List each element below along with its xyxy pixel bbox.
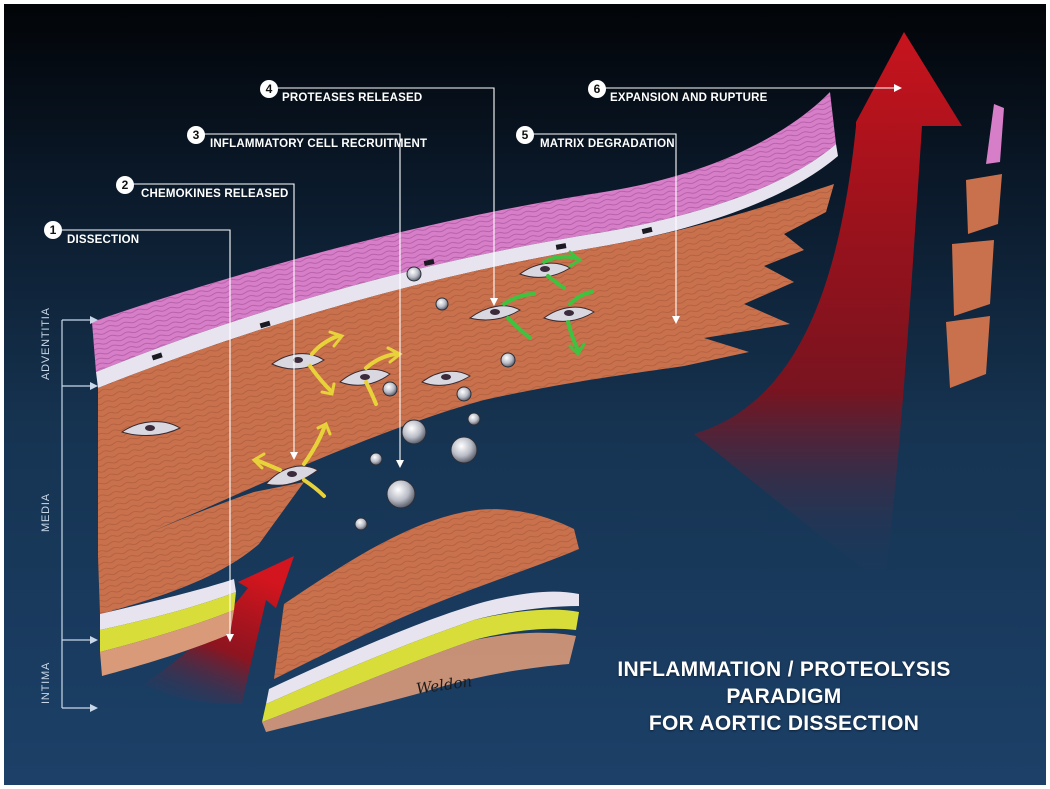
layer-label-media: MEDIA [40, 493, 52, 532]
step-3-number: 3 [187, 126, 205, 144]
step-6-number: 6 [588, 80, 606, 98]
step-2-label: CHEMOKINES RELEASED [141, 188, 289, 200]
leader-lines [54, 87, 896, 636]
step-5-label: MATRIX DEGRADATION [540, 138, 675, 150]
step-2-number: 2 [116, 176, 134, 194]
fragment-media-2 [952, 240, 994, 316]
protease-arrows [502, 250, 594, 357]
title-line-2: FOR AORTIC DISSECTION [648, 712, 920, 735]
fragment-media-1 [966, 174, 1002, 234]
step-5-number: 5 [516, 126, 534, 144]
layer-label-adventitia: ADVENTITIA [40, 307, 52, 380]
step-4-label: PROTEASES RELEASED [282, 92, 423, 104]
step-1-label: DISSECTION [67, 234, 140, 246]
fragment-media-3 [946, 316, 990, 388]
aortic-wall-illustration [54, 32, 1004, 732]
intima-layer-left [100, 592, 236, 652]
step-6-label: EXPANSION AND RUPTURE [610, 92, 768, 104]
step-3-label: INFLAMMATORY CELL RECRUITMENT [210, 138, 428, 150]
diagram-title: INFLAMMATION / PROTEOLYSIS PARADIGM FOR … [564, 656, 1004, 737]
inflammatory-cells [354, 266, 516, 531]
intima-layer-right [262, 609, 579, 722]
diagram-frame: 1 DISSECTION 2 CHEMOKINES RELEASED 3 INF… [4, 4, 1046, 785]
step-4-number: 4 [260, 80, 278, 98]
layer-brackets [61, 319, 92, 709]
title-line-1: INFLAMMATION / PROTEOLYSIS PARADIGM [617, 658, 951, 708]
fragment-adventitia [986, 104, 1004, 164]
rupture-arrow [694, 32, 962, 584]
step-1-number: 1 [44, 221, 62, 239]
layer-label-intima: INTIMA [40, 661, 52, 704]
